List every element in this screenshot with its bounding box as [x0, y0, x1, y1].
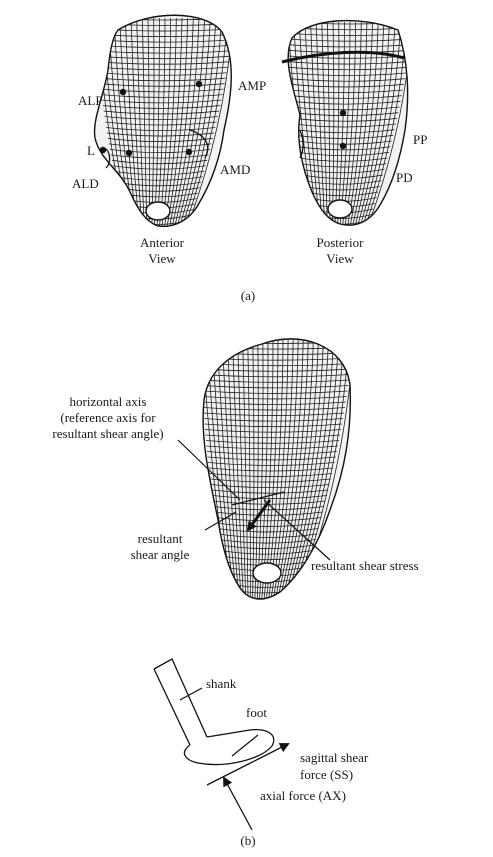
axial-force-label: axial force (AX) — [260, 788, 346, 803]
label-alp: ALP — [78, 93, 103, 108]
sensor-pd-dot — [340, 143, 346, 149]
shank-leader — [180, 688, 202, 700]
label-amp: AMP — [238, 78, 266, 93]
shear-angle-text-1: resultant — [138, 531, 183, 546]
horizontal-axis-text-1: horizontal axis — [70, 394, 147, 409]
posterior-socket-mesh — [282, 21, 412, 230]
sensor-l-dot — [100, 147, 106, 153]
label-pp: PP — [413, 132, 427, 147]
caption-a: (a) — [241, 288, 255, 303]
shear-stress-text: resultant shear stress — [311, 558, 419, 573]
sensor-amp-dot — [196, 81, 202, 87]
sensor-ald-dot — [126, 150, 132, 156]
label-amd: AMD — [220, 162, 250, 177]
posterior-view-label-1: Posterior — [317, 235, 365, 250]
posterior-view-label-2: View — [326, 251, 354, 266]
mesh-ring — [126, 226, 187, 230]
foot-leader — [232, 735, 258, 756]
label-ald: ALD — [72, 176, 99, 191]
mesh-ring — [312, 226, 368, 230]
sagittal-shear-label-2: force (SS) — [300, 767, 353, 782]
anterior-view-label-2: View — [148, 251, 176, 266]
axial-force-arrow — [224, 778, 252, 830]
label-pd: PD — [396, 170, 413, 185]
mesh-ring — [230, 600, 298, 604]
horizontal-axis-text-2: (reference axis for — [60, 410, 156, 425]
shank-label: shank — [206, 676, 237, 691]
sensor-alp-dot — [120, 89, 126, 95]
horizontal-axis-text-3: resultant shear angle) — [52, 426, 163, 441]
mesh-ring — [202, 336, 354, 338]
sagittal-shear-label-1: sagittal shear — [300, 750, 369, 765]
sensor-amd-dot — [186, 149, 192, 155]
sensor-pp-dot — [340, 110, 346, 116]
anterior-view-label-1: Anterior — [140, 235, 185, 250]
shear-angle-text-2: shear angle — [131, 547, 190, 562]
caption-b: (b) — [240, 833, 255, 848]
foot-label: foot — [246, 705, 267, 720]
anterior-socket-mesh — [95, 15, 233, 230]
label-l: L — [87, 143, 95, 158]
